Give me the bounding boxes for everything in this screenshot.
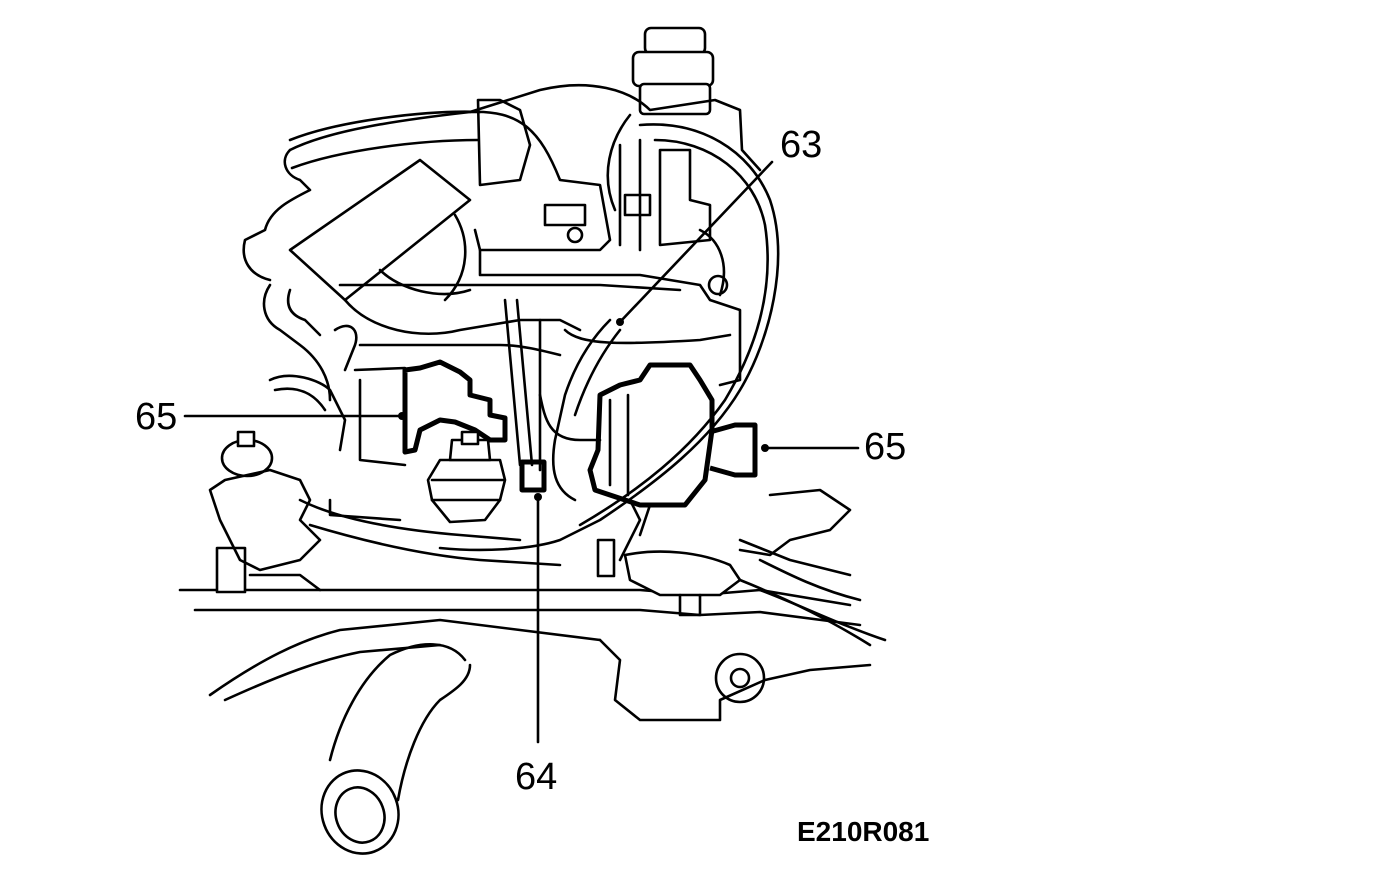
right-housing-65	[587, 362, 758, 508]
fluid-reservoir	[631, 26, 715, 116]
leader-63	[618, 160, 774, 324]
engine-block	[242, 83, 762, 387]
subframe	[178, 578, 887, 722]
left-bracket-65	[353, 359, 508, 467]
sensor-rod-64	[503, 298, 547, 493]
leader-dot-63	[616, 318, 624, 326]
callout-leaders	[183, 160, 860, 744]
lower-left-details	[208, 430, 562, 594]
lower-right-details	[596, 488, 862, 617]
callout-label-65-right: 65	[864, 426, 907, 468]
intake-hose	[288, 98, 582, 336]
cable-harness	[438, 113, 780, 562]
callout-label-65-left: 65	[135, 396, 178, 438]
leader-dot-64	[534, 493, 542, 501]
engine-mount	[426, 430, 507, 524]
left-hoses	[262, 283, 358, 452]
callout-label-64: 64	[515, 756, 558, 798]
callout-label-63: 63	[780, 124, 823, 166]
figure-code: E210R081	[797, 816, 930, 847]
coolant-pipe	[320, 643, 472, 855]
leader-dot-65-right	[761, 444, 769, 452]
leader-dot-65-left	[398, 412, 406, 420]
